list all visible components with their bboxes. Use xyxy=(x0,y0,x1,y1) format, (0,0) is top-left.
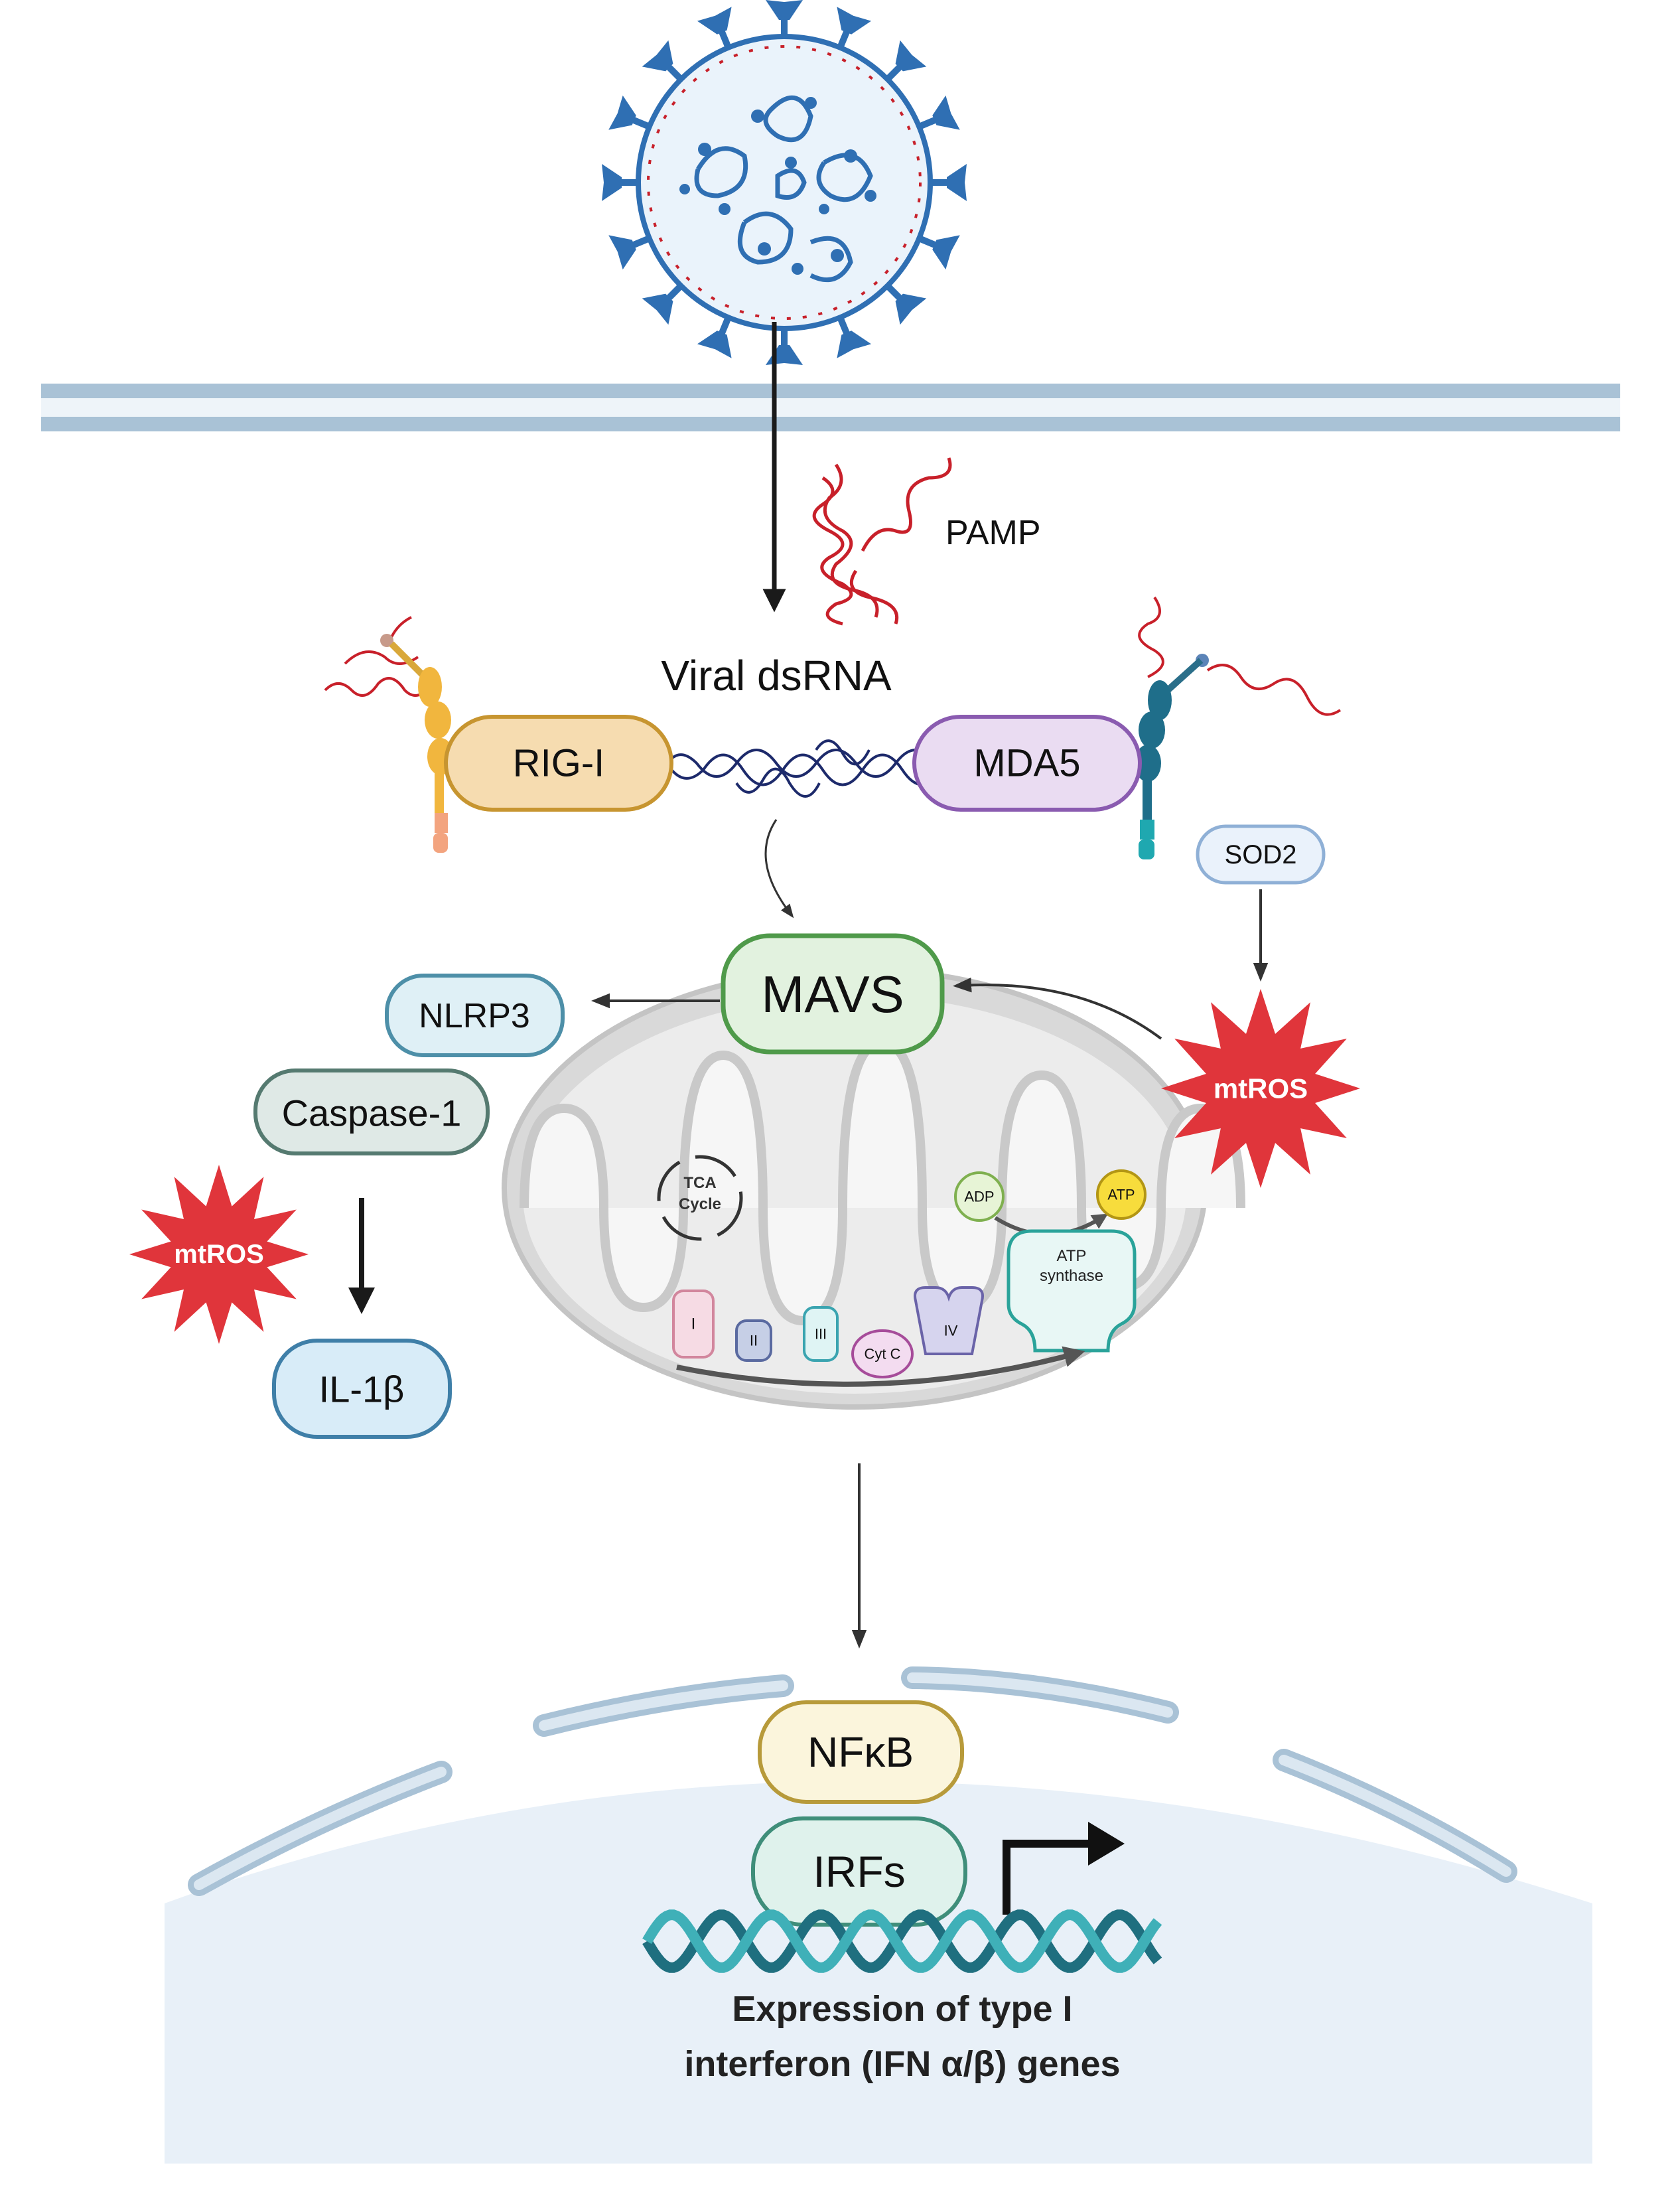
virus-spike xyxy=(766,327,803,365)
complex-i-label: I xyxy=(691,1315,696,1333)
caspase1-node: Caspase-1 xyxy=(253,1069,490,1155)
mda5-receptor-icon xyxy=(1135,596,1342,859)
rna-strand-icon xyxy=(812,457,952,626)
plasma-membrane xyxy=(41,384,1620,431)
virus-spike xyxy=(766,0,803,38)
expression-label-line2: interferon (IFN α/β) genes xyxy=(684,2044,1120,2084)
expression-label-line1: Expression of type I xyxy=(732,1989,1072,2029)
transcription-arrow-icon xyxy=(1003,1840,1091,1915)
nfkb-label: NFκB xyxy=(807,1728,914,1776)
etc-flow-arrow xyxy=(676,1346,1085,1387)
mtros-left-label: mtROS xyxy=(174,1240,264,1269)
rig1-node: RIG-I xyxy=(444,715,673,812)
virus-icon xyxy=(602,0,967,365)
caspase1-label: Caspase-1 xyxy=(282,1092,462,1134)
viral-dsrna-label: Viral dsRNA xyxy=(661,652,892,700)
nlrp3-node: NLRP3 xyxy=(385,974,565,1057)
mavs-node: MAVS xyxy=(721,933,945,1055)
mda5-node: MDA5 xyxy=(912,715,1142,812)
adp-label: ADP xyxy=(964,1189,994,1205)
complex-ii-icon: II xyxy=(735,1319,772,1362)
tca-cycle-icon: TCA Cycle xyxy=(657,1155,743,1241)
dsrna-to-mavs-arrow xyxy=(764,819,794,919)
adp-node: ADP xyxy=(954,1171,1005,1222)
atp-synthase-label-line2: synthase xyxy=(1040,1267,1103,1285)
complex-iii-icon: III xyxy=(803,1306,839,1362)
complex-iv-icon: IV xyxy=(914,1286,984,1355)
cyt-c-icon: Cyt C xyxy=(851,1329,914,1378)
virus-spike xyxy=(929,164,967,201)
atp-synthase-icon: ATP synthase xyxy=(1007,1229,1137,1353)
nfkb-node: NFκB xyxy=(758,1700,964,1804)
il1b-label: IL-1β xyxy=(319,1368,405,1410)
sod2-label: SOD2 xyxy=(1225,840,1297,869)
nucleus xyxy=(165,1666,1592,2164)
irfs-node: IRFs xyxy=(751,1816,967,1927)
mda5-label: MDA5 xyxy=(973,742,1080,785)
tca-label-line1: TCA xyxy=(683,1174,716,1192)
mtros-left-starburst-icon: mtROS xyxy=(129,1165,309,1344)
rig1-receptor-icon xyxy=(324,616,454,853)
virus-spike xyxy=(602,164,640,201)
irfs-label: IRFs xyxy=(813,1847,905,1896)
il1b-node: IL-1β xyxy=(272,1339,452,1439)
pamp-label: PAMP xyxy=(945,514,1041,552)
complex-iii-label: III xyxy=(815,1326,827,1343)
cyt-c-label: Cyt C xyxy=(865,1346,901,1363)
mtros-right-starburst-icon: mtROS xyxy=(1161,989,1360,1188)
mtros-right-label: mtROS xyxy=(1214,1073,1308,1104)
transcription-arrowhead xyxy=(1088,1822,1125,1866)
rig1-label: RIG-I xyxy=(513,742,605,785)
atp-label: ATP xyxy=(1107,1187,1135,1203)
sod2-node: SOD2 xyxy=(1196,824,1326,885)
mtros-to-mavs-arrow xyxy=(953,978,1162,1040)
tca-label-line2: Cycle xyxy=(679,1195,721,1213)
dna-helix-icon xyxy=(642,1909,1162,1973)
complex-ii-label: II xyxy=(750,1333,758,1349)
complex-iv-label: IV xyxy=(944,1323,958,1339)
complex-i-icon: I xyxy=(672,1290,715,1359)
nlrp3-label: NLRP3 xyxy=(419,997,530,1035)
mavs-label: MAVS xyxy=(761,965,904,1023)
atp-node: ATP xyxy=(1096,1169,1147,1220)
atp-synthase-label-line1: ATP xyxy=(1057,1247,1087,1265)
